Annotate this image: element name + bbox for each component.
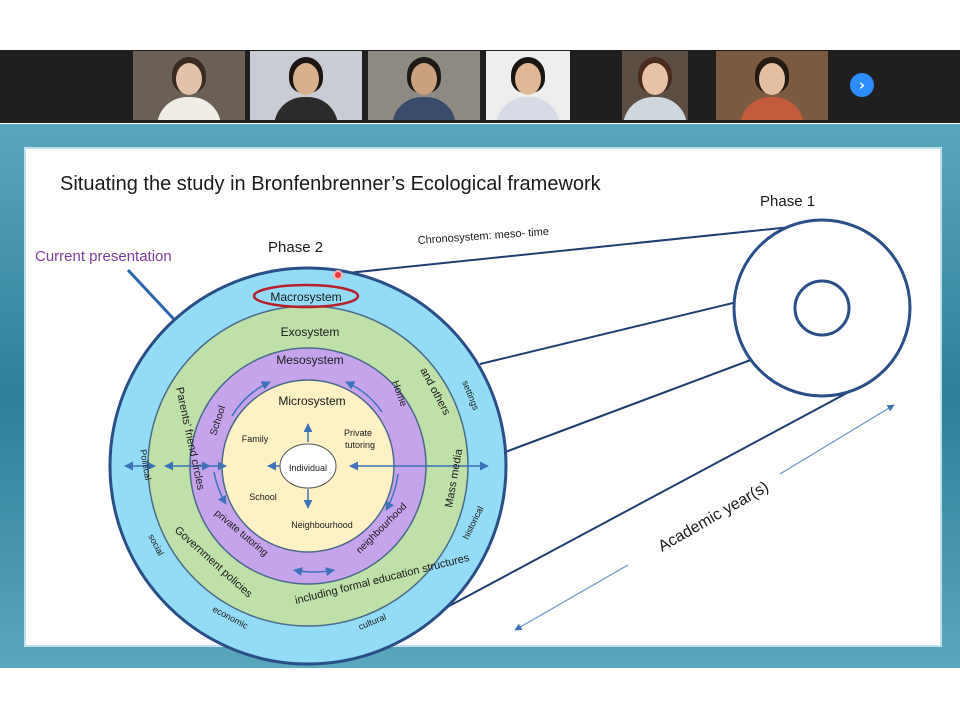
phase2-label: Phase 2 xyxy=(268,239,323,256)
meso-arc-arrow-tl xyxy=(231,381,271,417)
participant-video-1[interactable] xyxy=(133,51,245,120)
participant-video-3[interactable] xyxy=(368,51,480,120)
chronosystem-label: Chronosystem: meso- time xyxy=(417,226,549,247)
current-presentation-label: Current presentation xyxy=(35,248,172,265)
academic-year-arrow-left xyxy=(514,564,629,631)
micro-family-label: Family xyxy=(242,434,269,444)
meso-arc-arrow-tr xyxy=(345,381,383,413)
academic-year-label: Academic year(s) xyxy=(656,478,772,555)
micro-private-tutoring-line2: tutoring xyxy=(345,440,375,450)
meso-arc-arrow-r xyxy=(385,473,399,511)
phase1-inner-circle xyxy=(793,279,851,337)
meso-arc-arrow-l xyxy=(213,471,227,505)
macrosystem-label: Macrosystem xyxy=(270,290,341,304)
chrono-line-top xyxy=(337,223,821,275)
macrosystem-highlight xyxy=(252,283,360,309)
academic-year-arrow-right xyxy=(779,404,895,475)
individual-label: Individual xyxy=(289,463,327,473)
mesosystem-label: Mesosystem xyxy=(276,353,343,367)
ecological-framework-diagram: Situating the study in Bronfenbrenner’s … xyxy=(35,173,912,666)
chrono-line-bottom xyxy=(437,385,861,613)
meso-arc-arrow-bottom xyxy=(293,567,335,576)
micro-private-tutoring-line1: Private xyxy=(344,428,372,438)
slide-title: Situating the study in Bronfenbrenner’s … xyxy=(60,173,602,195)
microsystem-label: Microsystem xyxy=(278,394,345,408)
participant-video-strip xyxy=(0,50,960,123)
participant-video-4[interactable] xyxy=(486,51,570,120)
laser-pointer-dot xyxy=(333,270,343,280)
chevron-right-icon: › xyxy=(858,76,866,94)
participant-video-6[interactable] xyxy=(716,51,828,120)
phase1-label: Phase 1 xyxy=(760,193,815,210)
micro-school-label: School xyxy=(249,492,277,502)
micro-neighbourhood-label: Neighbourhood xyxy=(291,520,353,530)
exosystem-label: Exosystem xyxy=(281,325,340,339)
next-participants-button[interactable]: › xyxy=(850,73,874,97)
participant-video-2[interactable] xyxy=(250,51,362,120)
participant-video-5[interactable] xyxy=(622,51,688,120)
